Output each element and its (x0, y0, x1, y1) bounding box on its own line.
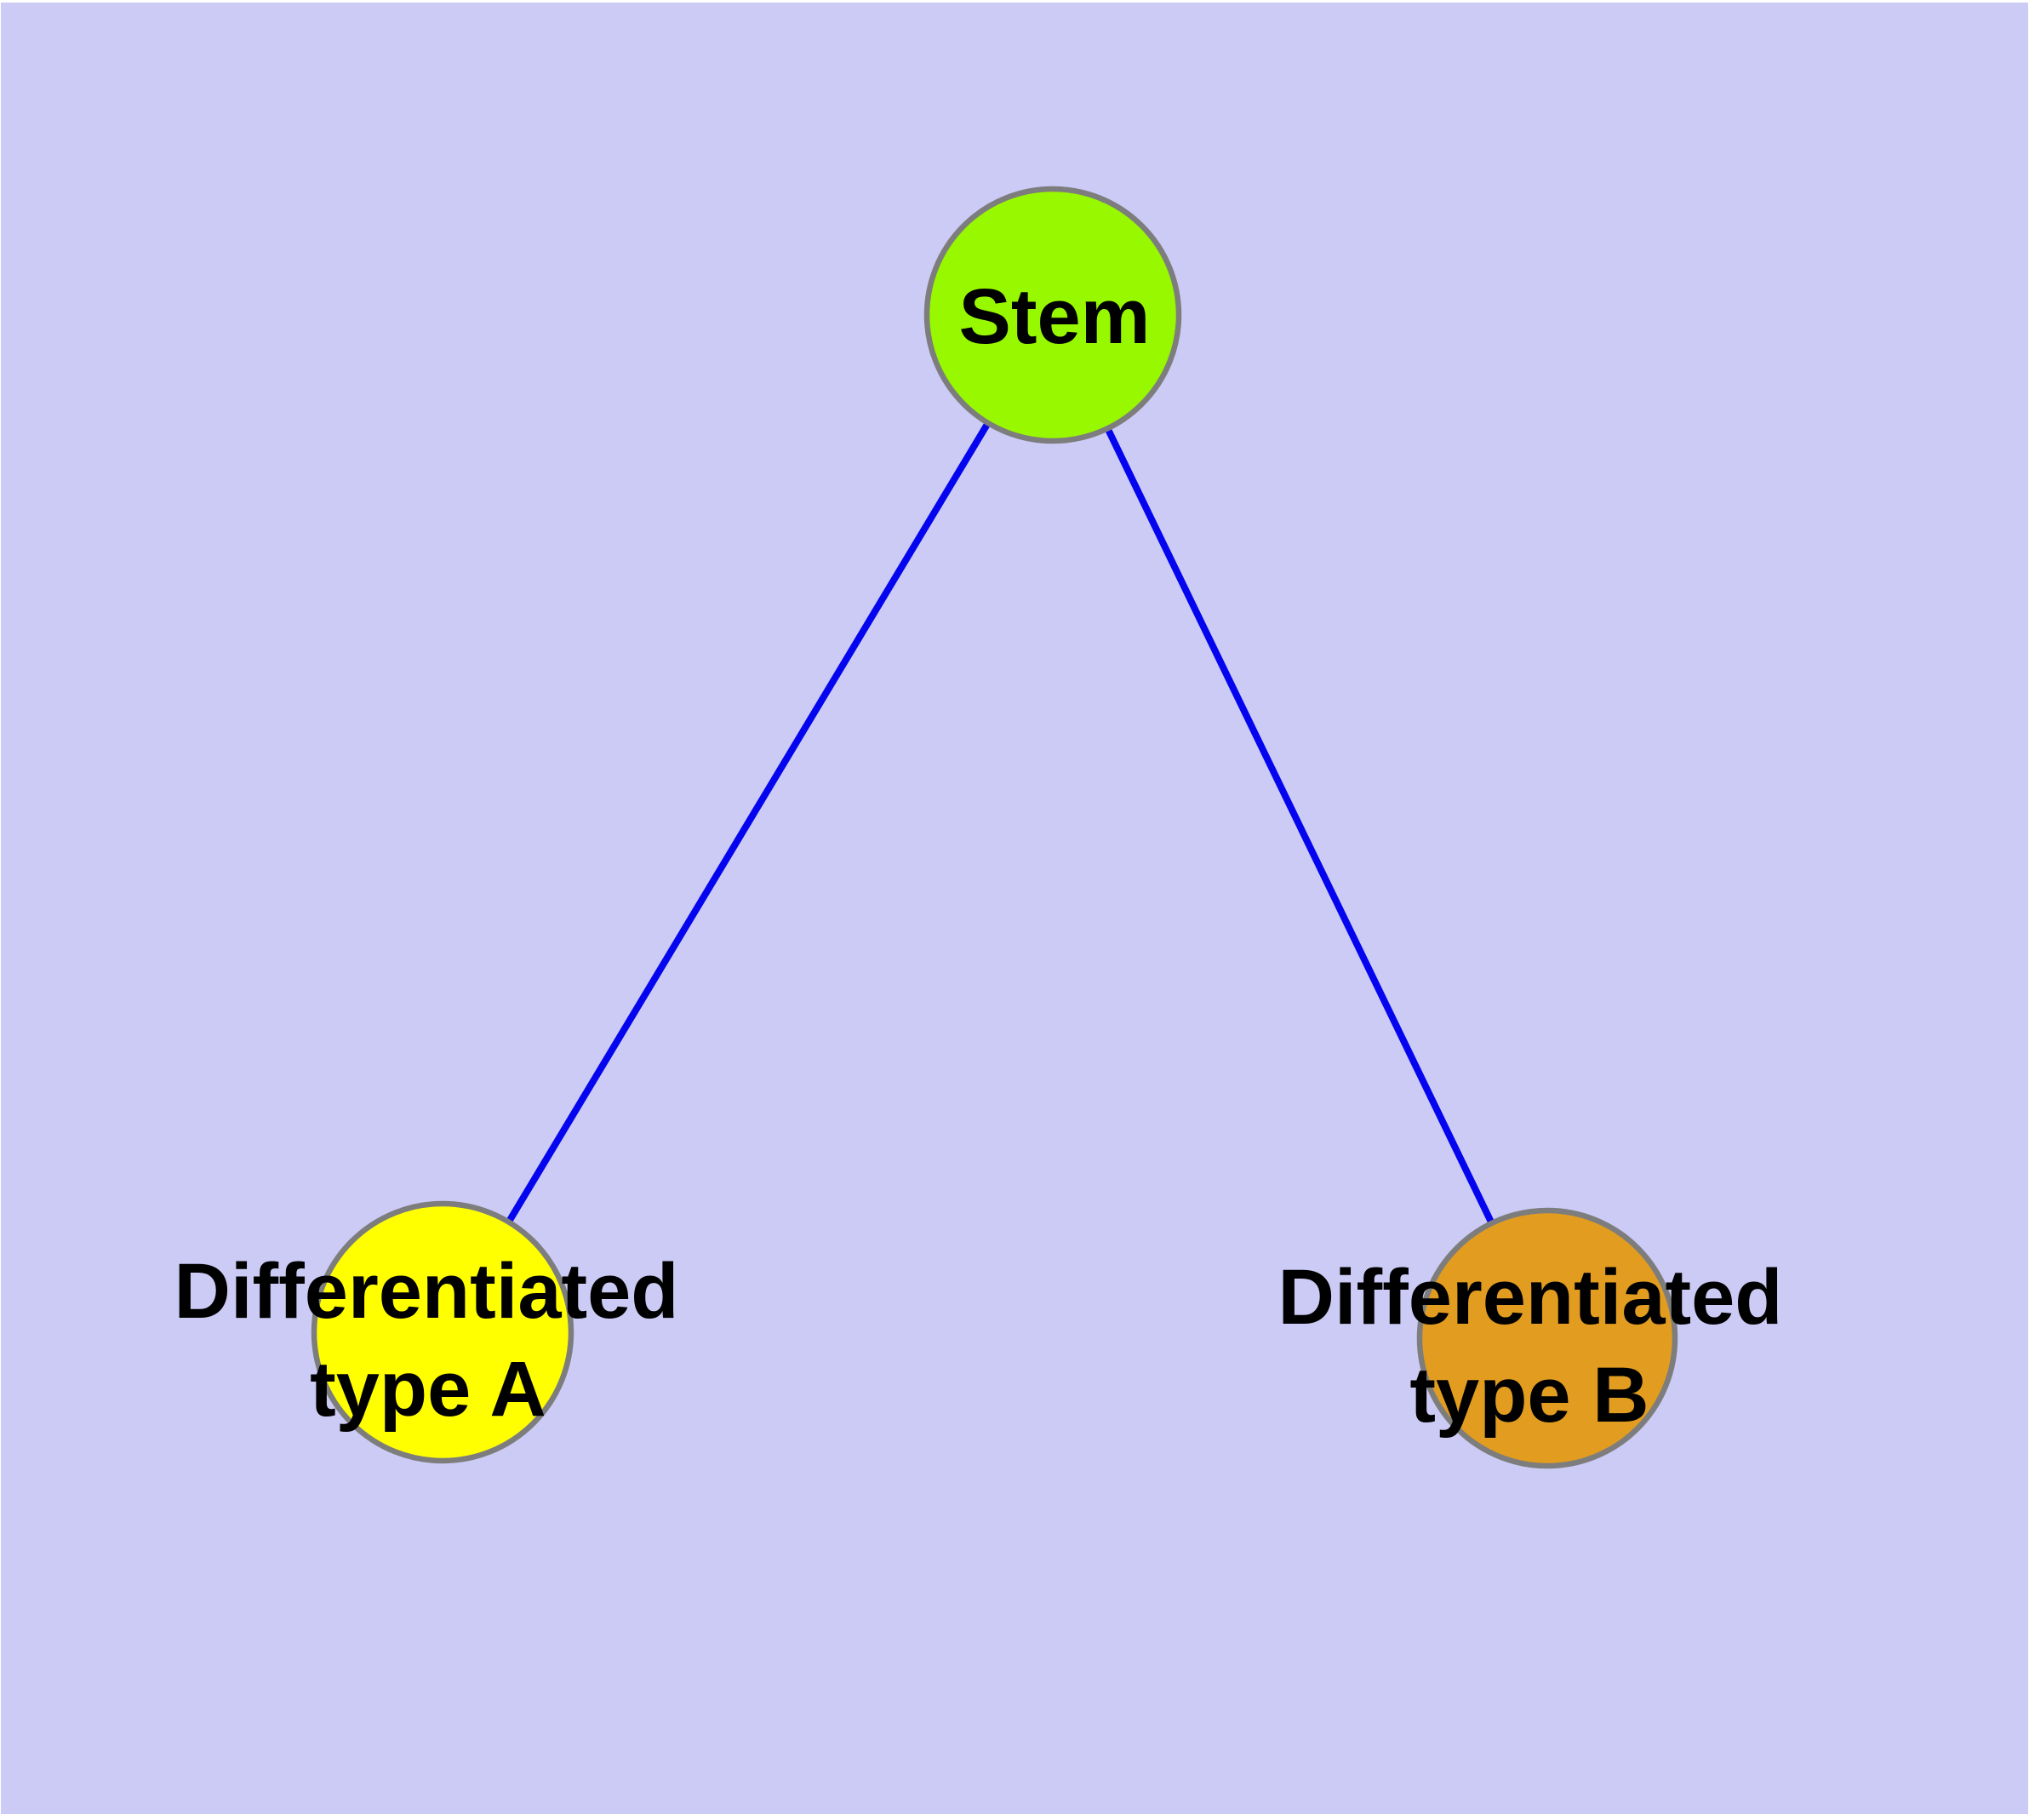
edge-stem-to-type-a (439, 312, 1056, 1336)
node-type-a-label-line1: Differentiated (174, 1248, 679, 1335)
node-type-a-label-line2: type A (310, 1346, 546, 1433)
node-differentiated-type-a (311, 1200, 574, 1464)
node-type-b-label-line1: Differentiated (1278, 1254, 1783, 1341)
node-stem-label: Stem (959, 273, 1151, 360)
node-differentiated-type-b (1416, 1207, 1678, 1469)
node-stem (923, 186, 1182, 444)
node-type-b-label-line2: type B (1409, 1352, 1649, 1439)
edge-stem-to-type-b (1049, 312, 1551, 1342)
